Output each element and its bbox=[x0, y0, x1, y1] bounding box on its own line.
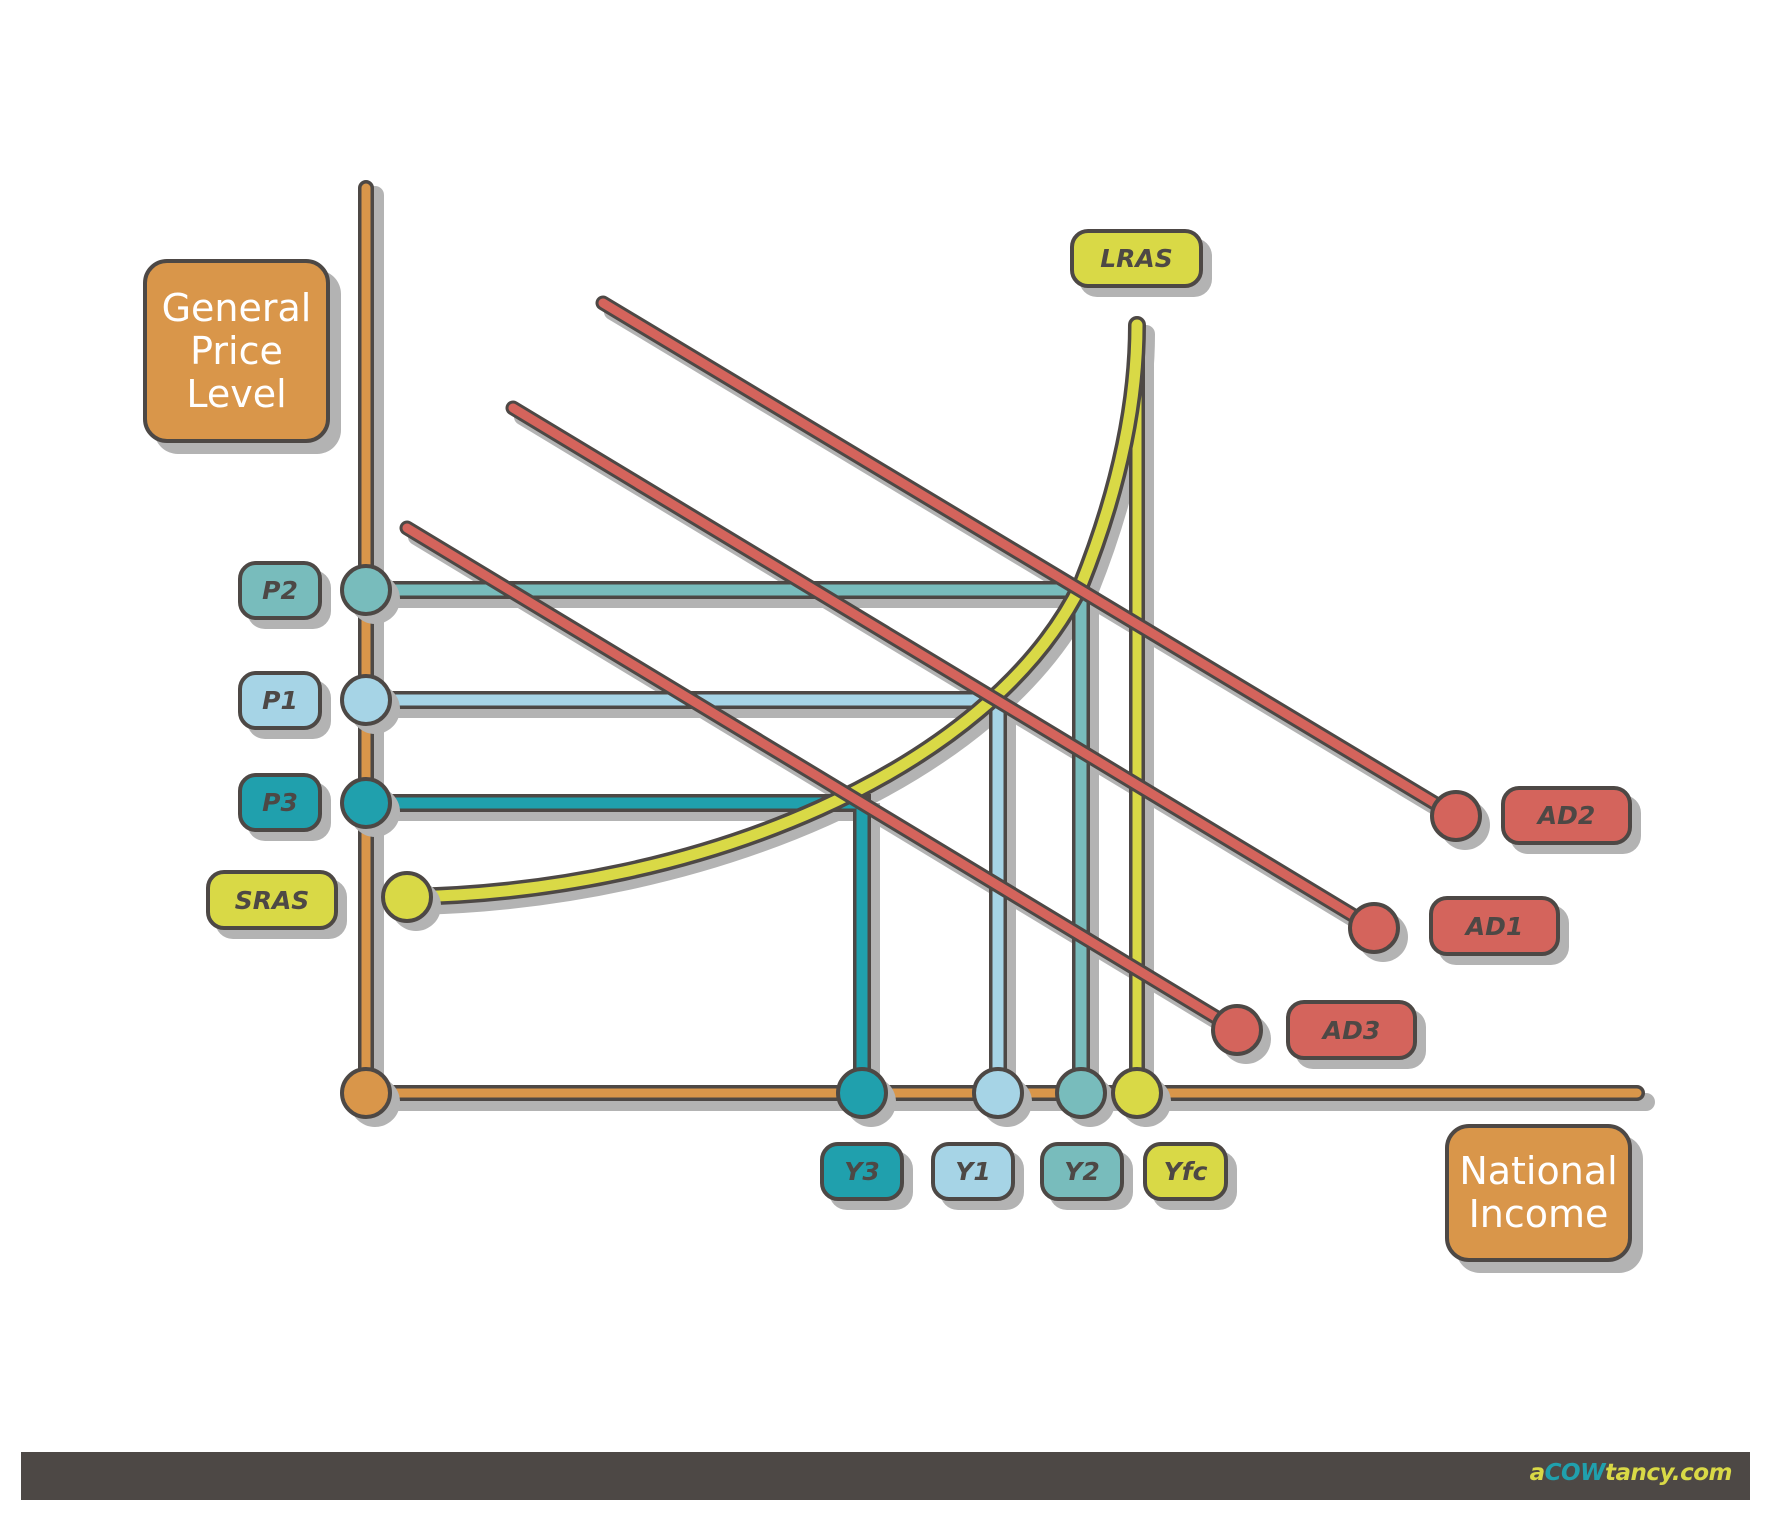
p3-y3-guide bbox=[366, 794, 871, 1093]
brand-logo[interactable]: aCOWtancy.com bbox=[1529, 1460, 1733, 1486]
p3-label: P3 bbox=[238, 773, 322, 832]
p1-dot bbox=[340, 674, 392, 726]
brand-rest: tancy.com bbox=[1604, 1460, 1733, 1486]
yfc-label: Yfc bbox=[1143, 1142, 1228, 1201]
ad3-label: AD3 bbox=[1286, 1000, 1417, 1060]
ad1-curve bbox=[505, 400, 1382, 936]
p3-dot bbox=[340, 777, 392, 829]
y3-label: Y3 bbox=[820, 1142, 904, 1201]
ad1-dot bbox=[1348, 902, 1400, 954]
lras-label: LRAS bbox=[1070, 229, 1203, 288]
p2-label: P2 bbox=[238, 561, 322, 620]
y-axis-title: General Price Level bbox=[143, 259, 330, 443]
y1-label: Y1 bbox=[931, 1142, 1015, 1201]
brand-a: a bbox=[1529, 1460, 1546, 1486]
sras-dot bbox=[381, 871, 433, 923]
y2-dot bbox=[1055, 1067, 1107, 1119]
y-axis-title-line2: Price bbox=[190, 328, 283, 373]
x-axis-title-line2: Income bbox=[1468, 1192, 1609, 1236]
y-axis-title-line3: Level bbox=[186, 371, 287, 416]
brand-cow: COW bbox=[1544, 1460, 1606, 1486]
p2-dot bbox=[340, 564, 392, 616]
yfc-dot bbox=[1111, 1067, 1163, 1119]
ad1-label: AD1 bbox=[1429, 896, 1560, 956]
y2-label: Y2 bbox=[1040, 1142, 1124, 1201]
ad3-curve bbox=[399, 520, 1245, 1038]
ad3-dot bbox=[1211, 1004, 1263, 1056]
footer-bar: aCOWtancy.com bbox=[21, 1452, 1750, 1500]
y-axis-title-line1: General bbox=[161, 285, 312, 330]
x-axis-title-line1: National bbox=[1459, 1149, 1618, 1193]
sras-label: SRAS bbox=[206, 870, 338, 930]
ad2-curve bbox=[595, 295, 1464, 824]
p1-label: P1 bbox=[238, 671, 322, 730]
origin-dot bbox=[340, 1067, 392, 1119]
sras-curve bbox=[398, 316, 1146, 906]
ad2-dot bbox=[1430, 790, 1482, 842]
y3-dot bbox=[836, 1067, 888, 1119]
x-axis-title: National Income bbox=[1445, 1124, 1632, 1262]
y1-dot bbox=[972, 1067, 1024, 1119]
ad2-label: AD2 bbox=[1501, 786, 1632, 845]
